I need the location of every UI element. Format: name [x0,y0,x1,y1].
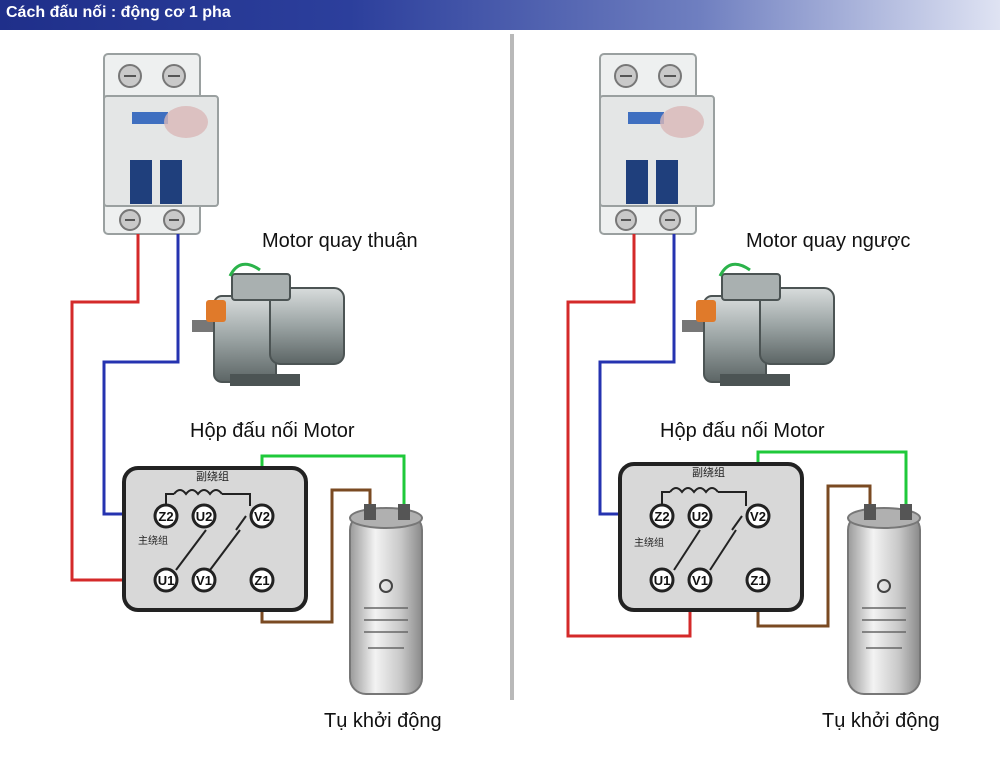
terminal-label: V2 [750,509,766,524]
circuit-breaker [599,53,715,235]
motor-illustration [192,262,345,386]
motor-illustration [682,262,835,386]
terminal-label: V1 [196,573,212,588]
capacitor-label: Tụ khởi động [822,710,940,732]
terminal-z2: Z2 [153,503,179,529]
motor-title: Motor quay ngược [746,230,911,252]
terminal-label: U2 [196,509,213,524]
start-capacitor [349,504,423,695]
diagram-forward: Z2 U2 V2 U1 V1 Z1 [70,53,423,695]
circuit-breaker [103,53,219,235]
main-winding-label: 主绕组 [634,538,664,549]
panel-forward: Z2 U2 V2 U1 V1 Z1 [0,30,500,760]
terminal-v2: V2 [745,503,771,529]
terminal-box-label: Hộp đấu nối Motor [190,420,355,442]
terminal-z2: Z2 [649,503,675,529]
page-title: Cách đấu nối : động cơ 1 pha [6,4,231,21]
terminal-label: Z1 [254,573,269,588]
winding-label: 副绕组 [196,470,229,483]
capacitor-label: Tụ khởi động [324,710,442,732]
terminal-v1: V1 [687,567,713,593]
terminal-label: Z2 [654,509,669,524]
terminal-label: U2 [692,509,709,524]
terminal-label: V1 [692,573,708,588]
terminal-v2: V2 [249,503,275,529]
winding-label: 副绕组 [692,466,725,479]
start-capacitor [847,504,921,695]
terminal-u2: U2 [687,503,713,529]
terminal-label: U1 [158,573,175,588]
terminal-box-label: Hộp đấu nối Motor [660,420,825,442]
main-winding-label: 主绕组 [138,536,168,547]
terminal-z1: Z1 [249,567,275,593]
terminal-u2: U2 [191,503,217,529]
terminal-u1: U1 [649,567,675,593]
diagram-reverse: Z2 U2 V2 U1 V1 Z1 [566,53,921,695]
motor-title: Motor quay thuận [262,230,418,252]
terminal-label: Z1 [750,573,765,588]
panel-reverse: Z2 U2 V2 U1 V1 Z1 [496,30,996,760]
panel-divider [510,34,514,700]
terminal-label: U1 [654,573,671,588]
terminal-label: Z2 [158,509,173,524]
header-bar: Cách đấu nối : động cơ 1 pha [0,0,1000,30]
terminal-v1: V1 [191,567,217,593]
terminal-z1: Z1 [745,567,771,593]
terminal-label: V2 [254,509,270,524]
terminal-u1: U1 [153,567,179,593]
